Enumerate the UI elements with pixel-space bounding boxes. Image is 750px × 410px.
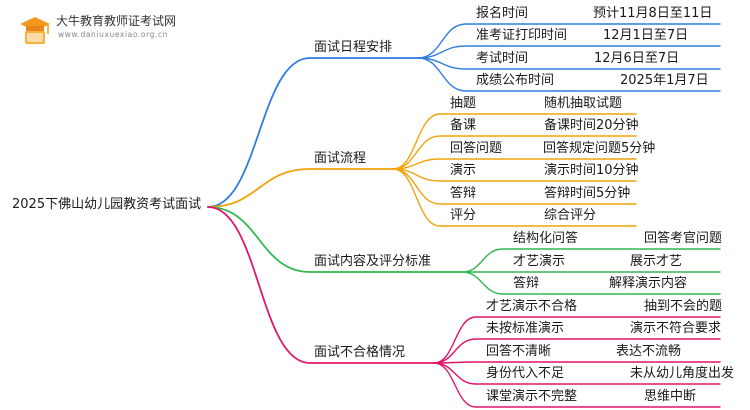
fail-item-name: 课堂演示不完整 [486,389,578,404]
fail-item-value: 演示不符合要求 [630,321,722,336]
process-item-value: 备课时间20分钟 [544,118,639,133]
branch-content: 面试内容及评分标准 [314,254,432,269]
fail-item-value: 未从幼儿角度出发 [630,366,735,381]
content-item-value: 展示才艺 [630,254,683,269]
schedule-item-value: 预计11月8日至11日 [593,6,713,21]
leaf-connector [461,248,721,273]
branch-schedule: 面试日程安排 [314,40,393,55]
fail-item-name: 身份代入不足 [486,366,565,381]
branch-fail: 面试不合格情况 [314,345,406,360]
process-item-name: 抽题 [450,96,477,111]
process-item-name: 答辩 [450,186,477,201]
content-item-name: 答辩 [513,276,540,291]
schedule-item-value: 12月1日至7日 [603,28,689,43]
schedule-item-value: 2025年1月7日 [620,73,709,88]
process-item-value: 回答规定问题5分钟 [543,141,656,156]
leaf-connector [433,316,721,364]
process-item-name: 演示 [450,163,477,178]
branch-process: 面试流程 [314,151,367,166]
fail-item-value: 表达不流畅 [616,344,682,359]
leaf-connector [433,361,721,364]
schedule-item-value: 12月6日至7日 [594,51,680,66]
graduation-cap-book-icon [20,17,50,44]
leaf-connector [461,271,721,295]
process-item-value: 演示时间10分钟 [544,163,639,178]
process-item-value: 随机抽取试题 [544,96,623,111]
branch-connector [207,206,435,364]
leaf-connector [433,338,721,364]
branch-connector [207,57,419,208]
process-item-name: 回答问题 [450,141,503,156]
fail-item-name: 未按标准演示 [486,321,565,336]
branch-connector [207,168,394,208]
leaf-connector [392,158,637,170]
process-item-name: 备课 [450,118,477,133]
leaf-connector [417,23,721,59]
schedule-item-name: 报名时间 [476,6,529,21]
content-item-name: 结构化问答 [513,231,579,246]
leaf-connector [417,45,721,59]
branch-connector [207,206,463,273]
leaf-connector [392,113,637,170]
fail-item-value: 思维中断 [644,389,697,404]
leaf-connector [392,168,637,227]
fail-item-name: 回答不清晰 [486,344,552,359]
fail-item-value: 抽到不会的题 [644,299,723,314]
schedule-item-name: 成绩公布时间 [476,73,555,88]
brand-url: www.daniuxuexiao.org.cn [58,30,169,39]
content-item-value: 解释演示内容 [609,276,688,291]
schedule-item-name: 准考证打印时间 [476,28,568,43]
fail-item-name: 才艺演示不合格 [486,299,578,314]
leaf-connector [433,362,721,408]
process-item-value: 综合评分 [544,208,597,223]
brand-name: 大牛教育教师证考试网 [56,14,177,28]
content-item-name: 才艺演示 [513,254,566,269]
leaf-connector [417,57,721,92]
content-item-value: 回答考官问题 [644,231,723,246]
process-item-value: 答辩时间5分钟 [544,186,631,201]
root-topic: 2025下佛山幼儿园教资考试面试 [12,197,202,212]
schedule-item-name: 考试时间 [476,51,529,66]
process-item-name: 评分 [450,208,477,223]
